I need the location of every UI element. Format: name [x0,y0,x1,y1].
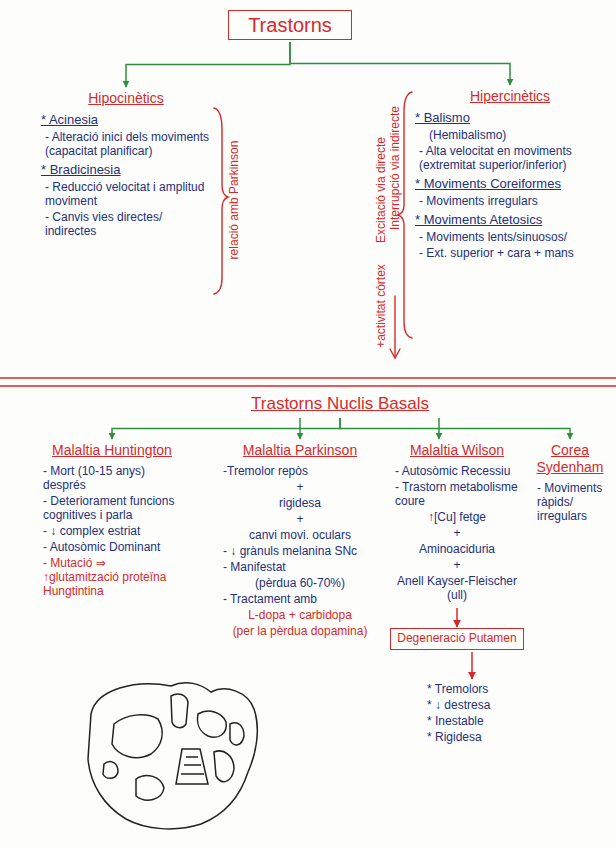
vertical-note: relació amb Parkinson [226,90,242,310]
node-text: + [219,512,381,526]
highlight-box: Degeneració Putamen [390,628,524,650]
node-text: - Canvis vies directes/ indirectes [41,210,211,238]
vertical-note: +activitat còrtex [373,196,389,416]
node-text: * Rigidesa [423,730,525,744]
branch-column: Hipocinètics * Acinesia - Alteració inici … [38,88,214,242]
node-text: - Autosòmic Dominant [39,540,185,554]
node-text: - Mutació ⇒ ↑glutamització proteïna Hung… [39,556,185,598]
heading-text: Malaltia Parkinson [219,442,381,459]
separator-line [0,385,616,386]
node-text: * Inestable [423,714,525,728]
node-text: - Alta velocitat en moviments (extremita… [415,144,605,172]
node-text: Degeneració Putamen [395,631,519,645]
brain-sketch [88,683,257,829]
node-text: L-dopa + carbidopa [219,608,381,622]
connector-arrow [126,42,290,87]
heading-text: Hipocinètics [41,90,211,107]
node-text: (per la pèrdua dopamina) [219,624,381,638]
vertical-note: Interrupció via indirecte [387,58,403,278]
node-text: - ↓ complex estriat [39,524,185,538]
node-text: * ↓ destresa [423,698,525,712]
heading-text: Malaltia Wilson [391,442,523,459]
node-text: Aminoaciduria [391,542,523,556]
heading-text: Malaltia Huntington [39,442,185,459]
node-text: (pèrdua 60-70%) [219,576,381,590]
connector-arrow [456,608,458,627]
disease-column: Malaltia Wilson - Autosòmic Recessiu - Tra… [388,440,526,606]
node-text: * Bradicinesia [41,162,211,178]
separator-line [0,377,616,378]
node-text: Trastorns [235,13,345,37]
node-text: + [391,526,523,540]
node-text: - Alteració inici dels moviments (capaci… [41,130,211,158]
node-text: - Reducció velocitat i amplitud moviment [41,180,211,208]
node-text: Trastorns Nuclis Basals [193,394,487,414]
node-text: rigidesa [219,496,381,510]
node-text: - ↓ grànuls melanina SNc [219,544,381,558]
disease-column: Malaltia Parkinson -Tremolor repòs + rigide… [216,440,384,642]
branch-column: Hipercinètics * Balismo (Hemibalismo) - Alt… [412,86,608,264]
disease-column: Malaltia Huntington - Mort (10-15 anys) d… [36,440,188,602]
disease-column: Corea Sydenham - Moviments ràpids/ irregu… [530,440,610,527]
connector-arrow [471,652,473,679]
connector-arrow [340,418,570,439]
node-text: Anell Kayser-Fleischer (ull) [391,574,523,602]
heading-text: Hipercinètics [415,88,605,105]
arrow-head [390,349,400,358]
section-title: Trastorns Nuclis Basals [190,392,490,416]
connector-arrow [112,418,340,439]
node-text: -Tremolor repòs [219,464,381,478]
node-text: - Moviments lents/sinuosos/ [415,230,605,244]
node-text: * Acinesia [41,112,211,128]
node-text: - Trastorn metabolisme coure [391,480,523,508]
node-text: + [219,480,381,494]
node-text: * Moviments Coreiformes [415,176,605,192]
arrow-line [394,296,395,356]
connector-arrow [299,418,301,439]
bracket [214,108,228,294]
node-text: * Moviments Atetosics [415,212,605,228]
node-text: - Tractament amb [219,592,381,606]
node-text: (Hemibalismo) [415,128,605,142]
node-text: * Tremolors [423,682,525,696]
node-text: * Balismo [415,110,605,126]
node-text: - Ext. superior + cara + mans [415,246,605,260]
node-text: - Mort (10-15 anys) després [39,464,185,492]
node-text: + [391,558,523,572]
title-box: Trastorns [228,10,352,40]
node-text: - Manifestat [219,560,381,574]
node-text: - Moviments ràpids/ irregulars [533,481,607,523]
node-text: - Autosòmic Recessiu [391,464,523,478]
node-text: ↑[Cu] fetge [391,510,523,524]
connector-arrow [290,42,510,85]
node-text: - Moviments irregulars [415,194,605,208]
symptom-list: * Tremolors * ↓ destresa * Inestable * Rigi… [420,680,528,748]
heading-text: Corea Sydenham [533,442,607,476]
node-text: - Deteriorament funcions cognitives i pa… [39,494,185,522]
node-text: canvi movi. oculars [219,528,381,542]
